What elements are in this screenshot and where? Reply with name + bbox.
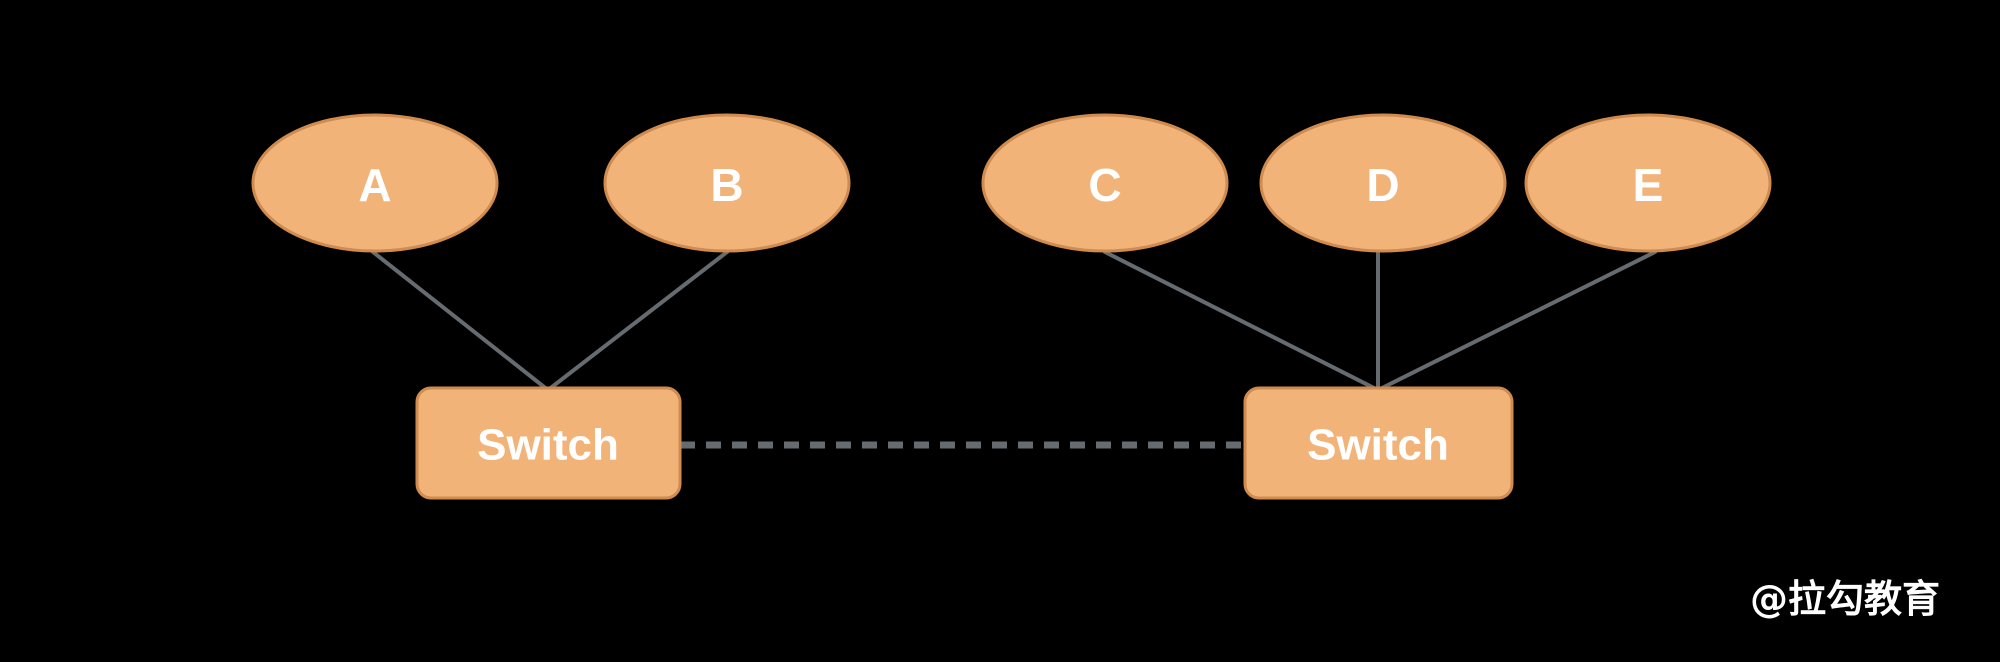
switch-right-shape (1243, 386, 1514, 500)
host-d-shape (1259, 113, 1507, 253)
link-b-switch-left (546, 250, 729, 392)
links-layer (371, 250, 1657, 449)
link-e-switch-right (1376, 250, 1657, 392)
host-node-c[interactable]: C (981, 113, 1229, 253)
switch-node-right[interactable]: Switch (1243, 386, 1514, 500)
host-node-e[interactable]: E (1524, 113, 1772, 253)
switch-right-label: Switch (1307, 421, 1449, 470)
switch-left-label: Switch (477, 421, 619, 470)
host-a-shape (251, 113, 499, 253)
host-a-label: A (358, 159, 391, 211)
host-b-label: B (710, 159, 743, 211)
host-d-label: D (1366, 159, 1399, 211)
host-e-label: E (1633, 159, 1664, 211)
link-c-switch-right (1103, 250, 1380, 392)
switch-node-left[interactable]: Switch (415, 386, 682, 500)
host-b-shape (603, 113, 851, 253)
host-c-shape (981, 113, 1229, 253)
host-e-shape (1524, 113, 1772, 253)
switch-left-shape (415, 386, 682, 500)
host-c-label: C (1088, 159, 1121, 211)
host-node-b[interactable]: B (603, 113, 851, 253)
host-node-a[interactable]: A (251, 113, 499, 253)
host-node-d[interactable]: D (1259, 113, 1507, 253)
watermark: @拉勾教育 (1750, 577, 1940, 621)
link-a-switch-left (371, 250, 550, 392)
